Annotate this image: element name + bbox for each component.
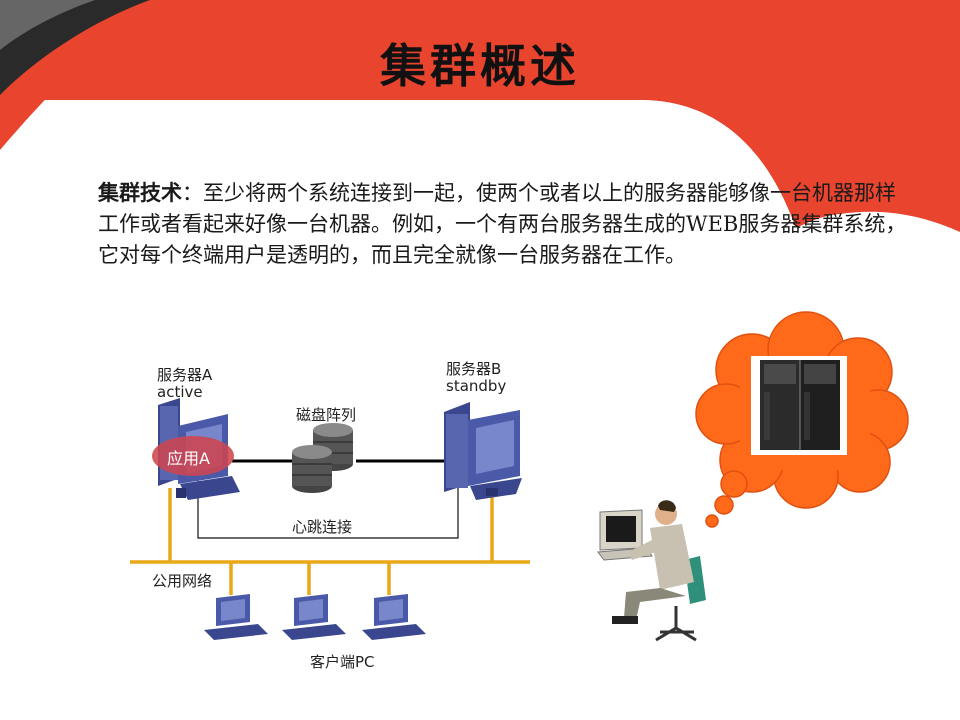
intro-paragraph: 集群技术：至少将两个系统连接到一起，使两个或者以上的服务器能够像一台机器那样工作… bbox=[98, 177, 913, 271]
server-b-name-label: 服务器B bbox=[446, 358, 501, 379]
heartbeat-label: 心跳连接 bbox=[292, 516, 352, 537]
person-at-computer-illustration bbox=[598, 500, 706, 640]
paragraph-lead-term: 集群技术 bbox=[98, 180, 182, 205]
paragraph-body: 至少将两个系统连接到一起，使两个或者以上的服务器能够像一台机器那样工作或者看起来… bbox=[98, 181, 906, 267]
client-pc-label: 客户端PC bbox=[310, 651, 375, 672]
client-pc-icon-3 bbox=[362, 594, 426, 640]
public-network-label: 公用网络 bbox=[152, 570, 212, 591]
server-b-state-label: standby bbox=[446, 377, 506, 395]
app-a-label: 应用A bbox=[167, 445, 210, 469]
server-a-name-label: 服务器A bbox=[157, 364, 212, 385]
client-pc-icon-1 bbox=[204, 594, 268, 640]
server-rack-photo bbox=[751, 356, 847, 455]
slide-title: 集群概述 bbox=[0, 30, 960, 96]
disk-array-label: 磁盘阵列 bbox=[296, 404, 356, 425]
server-b-icon bbox=[444, 402, 522, 500]
server-a-state-label: active bbox=[157, 383, 203, 401]
disk-array-icon bbox=[292, 423, 353, 493]
paragraph-colon: ： bbox=[182, 181, 203, 205]
app-a-badge: 应用A bbox=[152, 436, 234, 476]
client-pc-icon-2 bbox=[282, 594, 346, 640]
